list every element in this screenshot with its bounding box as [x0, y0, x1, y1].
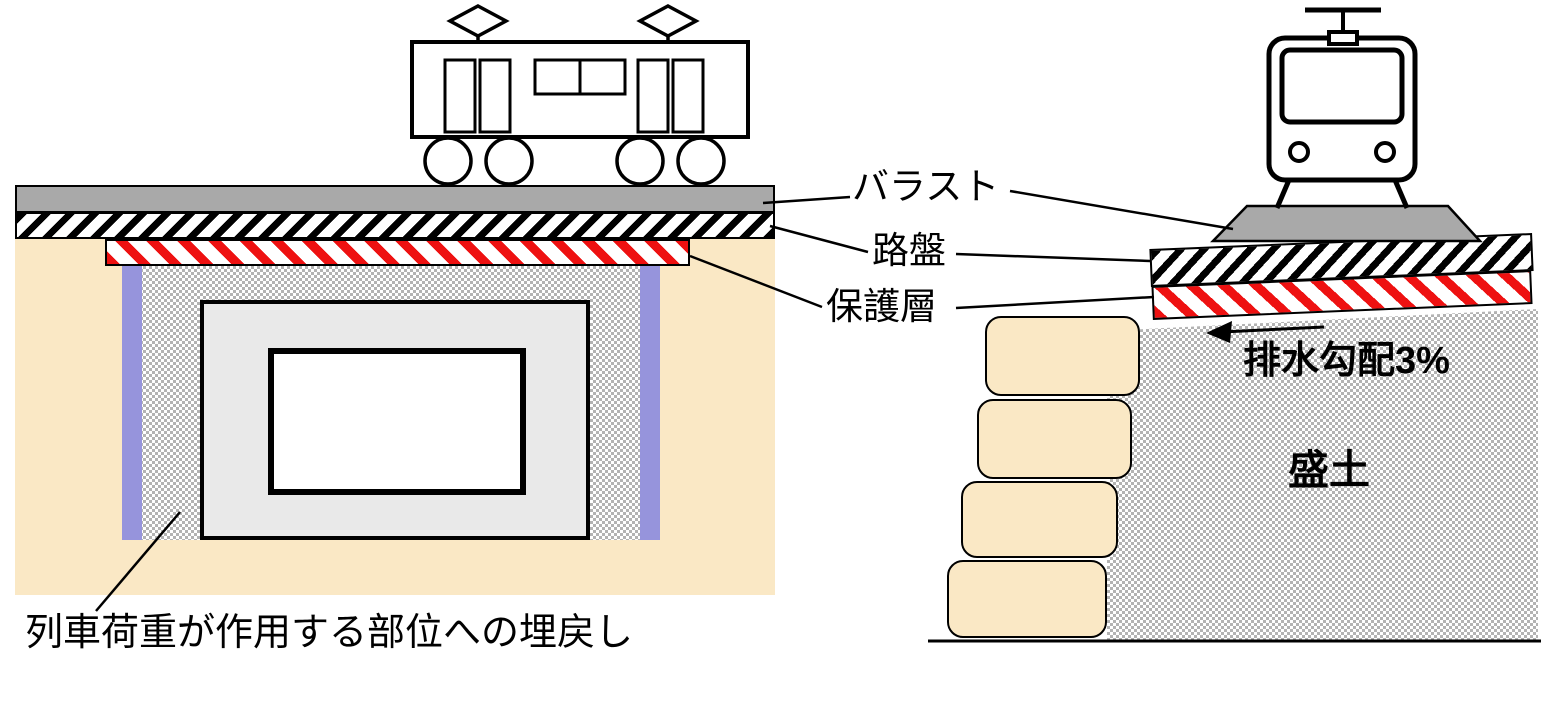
- culvert-opening: [268, 348, 526, 495]
- label-ballast: バラスト: [852, 166, 1000, 207]
- train-door: [443, 58, 477, 134]
- purple-strip-left: [122, 266, 142, 540]
- soil-bag: [985, 316, 1140, 396]
- leader-roadbed-right: [955, 252, 1151, 263]
- pantograph-diamond-right: [636, 4, 700, 38]
- train-door: [478, 58, 512, 134]
- train-leg: [1392, 179, 1410, 209]
- headlight: [1374, 141, 1396, 163]
- train-side-view: [410, 4, 750, 186]
- label-embankment: 盛土: [1288, 447, 1370, 493]
- train-wheel: [676, 136, 726, 186]
- leader-ballast-left: [762, 195, 851, 205]
- soil-bag: [961, 481, 1118, 558]
- roadbed-layer-left: [15, 212, 775, 239]
- train-front-view: [1266, 7, 1418, 209]
- leader-roadbed-left: [769, 224, 869, 254]
- protective-layer-left: [105, 239, 690, 266]
- label-roadbed: 路盤: [872, 230, 946, 271]
- leader-protect-right: [955, 295, 1155, 310]
- pantograph-diamond-left: [446, 4, 510, 38]
- embankment-fill-right: [1107, 309, 1538, 640]
- soil-bag: [977, 399, 1132, 479]
- train-leg: [1274, 179, 1292, 209]
- train-wheel: [615, 136, 665, 186]
- windshield: [1279, 47, 1405, 125]
- soil-bag: [947, 560, 1107, 638]
- label-drainage-gradient: 排水勾配3%: [1243, 340, 1450, 382]
- label-backfill-caption: 列車荷重が作用する部位への埋戻し: [25, 612, 634, 654]
- headlight: [1288, 141, 1310, 163]
- ballast-layer-left: [15, 185, 775, 213]
- roof-vent: [1327, 30, 1359, 46]
- train-wheel: [423, 136, 473, 186]
- train-door: [671, 58, 705, 134]
- train-door: [636, 58, 670, 134]
- train-wheel: [484, 136, 534, 186]
- label-protective-layer: 保護層: [826, 286, 937, 327]
- purple-strip-right: [640, 266, 660, 540]
